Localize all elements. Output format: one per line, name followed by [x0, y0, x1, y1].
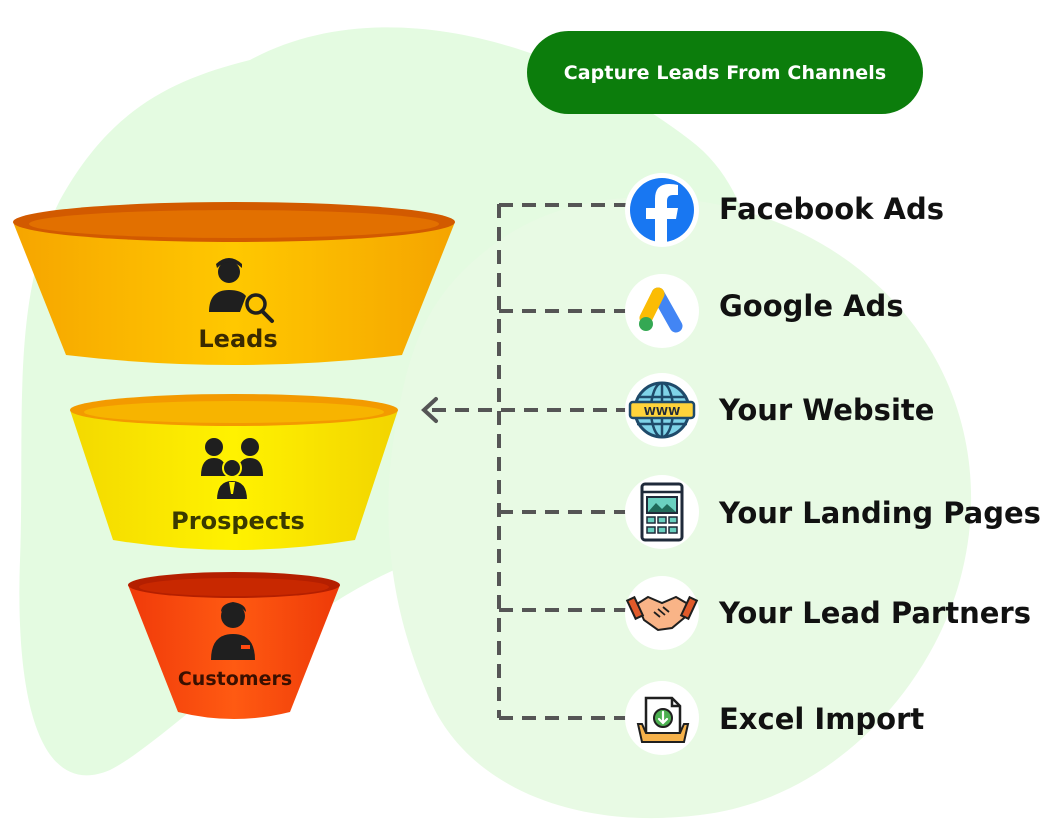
channel-label-landing-pages: Your Landing Pages — [719, 496, 1041, 530]
google-ads-icon — [639, 287, 683, 333]
channel-label-facebook-ads: Facebook Ads — [719, 192, 944, 226]
channel-label-lead-partners: Your Lead Partners — [719, 596, 1031, 630]
user-search-icon — [209, 258, 274, 323]
svg-text:WWW: WWW — [644, 405, 680, 418]
landing-page-icon — [640, 482, 684, 542]
funnel-stage-prospects — [70, 394, 398, 550]
sales-funnel — [13, 202, 455, 719]
channel-label-google-ads: Google Ads — [719, 289, 904, 323]
funnel-label-prospects: Prospects — [171, 507, 305, 535]
capture-leads-header: Capture Leads From Channels — [527, 31, 923, 114]
globe-www-icon: WWW — [628, 381, 696, 439]
channel-label-excel-import: Excel Import — [719, 702, 925, 736]
handshake-icon — [625, 595, 699, 632]
funnel-label-customers: Customers — [177, 668, 293, 690]
channel-label-your-website: Your Website — [719, 393, 935, 427]
customer-icon — [211, 602, 255, 660]
facebook-icon — [630, 178, 694, 243]
funnel-label-leads: Leads — [198, 325, 278, 353]
arrow-to-funnel-icon — [421, 397, 438, 423]
group-icon — [201, 438, 263, 501]
excel-import-icon — [636, 696, 690, 743]
